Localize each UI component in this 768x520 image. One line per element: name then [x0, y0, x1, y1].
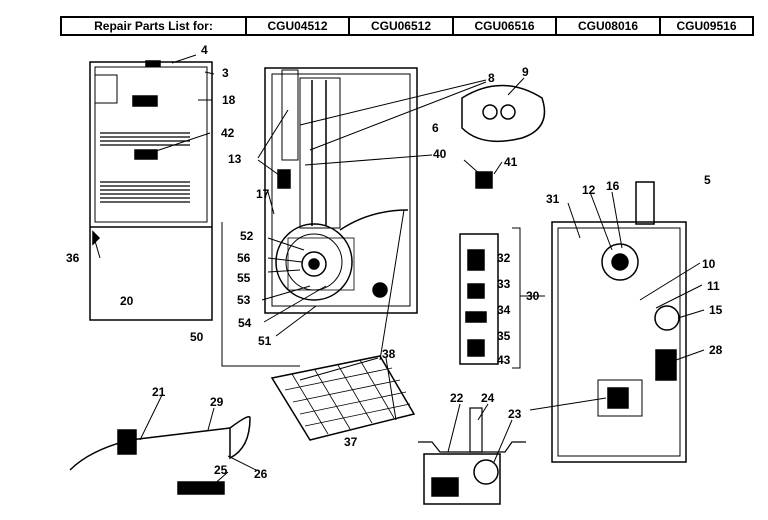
ignitor-assembly — [69, 416, 251, 495]
callout-30: 30 — [526, 289, 540, 303]
callout-22: 22 — [450, 391, 464, 405]
callout-12: 12 — [582, 183, 596, 197]
callout-56: 56 — [237, 251, 251, 265]
callout-5: 5 — [704, 173, 711, 187]
control-board — [459, 227, 521, 369]
gas-valve — [418, 407, 526, 505]
chassis-assembly — [264, 67, 418, 314]
header-model-5: CGU09516 — [676, 19, 737, 33]
callout-28: 28 — [709, 343, 723, 357]
callout-36: 36 — [66, 251, 80, 265]
callout-17: 17 — [256, 187, 270, 201]
callout-38: 38 — [382, 347, 396, 361]
inducer-chassis — [551, 181, 687, 463]
callout-54: 54 — [238, 316, 252, 330]
callout-40: 40 — [433, 147, 447, 161]
callout-55: 55 — [237, 271, 251, 285]
callout-10: 10 — [702, 257, 716, 271]
callout-labels: 4 3 18 42 36 20 13 17 52 56 55 53 54 50 … — [66, 43, 723, 481]
callout-20: 20 — [120, 294, 134, 308]
header-model-1: CGU04512 — [247, 18, 350, 34]
burner-assembly — [461, 84, 546, 189]
callout-53: 53 — [237, 293, 251, 307]
callout-24: 24 — [481, 391, 495, 405]
callout-51: 51 — [258, 334, 272, 348]
callout-8: 8 — [488, 71, 495, 85]
header-title: Repair Parts List for: — [62, 18, 247, 34]
callout-32: 32 — [497, 251, 511, 265]
callout-29: 29 — [210, 395, 224, 409]
callout-43: 43 — [497, 353, 511, 367]
callout-23: 23 — [508, 407, 522, 421]
repair-parts-header: Repair Parts List for: CGU04512 CGU06512… — [60, 16, 754, 36]
callout-21: 21 — [152, 385, 166, 399]
callout-3: 3 — [222, 66, 229, 80]
callout-16: 16 — [606, 179, 620, 193]
callout-33: 33 — [497, 277, 511, 291]
callout-31: 31 — [546, 192, 560, 206]
front-panel-assembly — [89, 60, 213, 321]
callout-41: 41 — [504, 155, 518, 169]
callout-15: 15 — [709, 303, 723, 317]
header-model-2: CGU06512 — [350, 18, 454, 34]
header-model-3: CGU06516 — [454, 18, 557, 34]
callout-25: 25 — [214, 463, 228, 477]
callout-18: 18 — [222, 93, 236, 107]
header-model-4: CGU08016 — [557, 18, 661, 34]
callout-26: 26 — [254, 467, 268, 481]
callout-13: 13 — [228, 152, 242, 166]
callout-37: 37 — [344, 435, 358, 449]
callout-52: 52 — [240, 229, 254, 243]
leader-lines — [94, 54, 705, 487]
callout-35: 35 — [497, 329, 511, 343]
callout-9: 9 — [522, 65, 529, 79]
callout-42: 42 — [221, 126, 235, 140]
callout-11: 11 — [707, 279, 720, 293]
callout-50: 50 — [190, 330, 204, 344]
callout-34: 34 — [497, 303, 511, 317]
callout-4: 4 — [201, 43, 208, 57]
filter — [270, 355, 416, 441]
callout-6: 6 — [432, 121, 439, 135]
